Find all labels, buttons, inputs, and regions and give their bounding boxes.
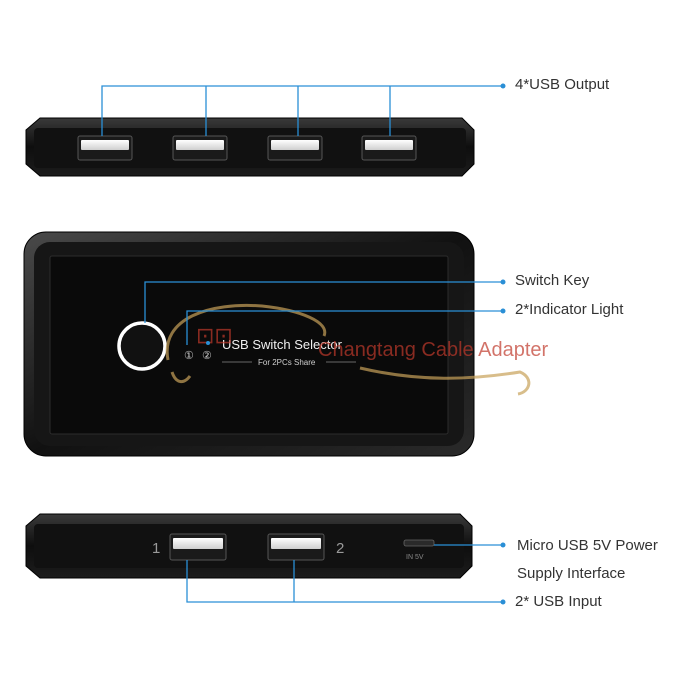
label-switch-key: Switch Key	[515, 272, 590, 289]
port-1-number: 1	[152, 540, 160, 557]
callout-usb-output	[101, 83, 506, 136]
usb-output-port-4	[361, 135, 417, 161]
callout-indicator-light	[186, 308, 506, 345]
watermark-text: Changtang Cable Adapter	[318, 339, 549, 361]
usb-output-port-2	[172, 135, 228, 161]
label-power-line1: Micro USB 5V Power	[517, 537, 658, 554]
watermark: ⊡⊡ Changtang Cable Adapter	[165, 303, 549, 396]
product-name: USB Switch Selector	[222, 337, 343, 352]
indicator-lights: ① ②	[184, 350, 212, 362]
label-usb-output: 4*USB Output	[515, 76, 610, 93]
usb-input-port-1	[169, 533, 227, 561]
label-indicator-light: 2*Indicator Light	[515, 301, 624, 318]
usb-input-port-2	[267, 533, 325, 561]
label-power-line2: Supply Interface	[517, 565, 626, 582]
label-usb-input: 2* USB Input	[515, 593, 602, 610]
device-back-view	[25, 117, 475, 177]
port-2-number: 2	[336, 540, 344, 557]
indicator-1-label: ①	[184, 350, 194, 362]
watermark-logo: ⊡⊡	[196, 323, 233, 348]
switch-key	[117, 321, 167, 371]
power-port-label: IN 5V	[406, 554, 424, 561]
product-subtitle: For 2PCs Share	[258, 358, 316, 367]
indicator-2-label: ②	[202, 350, 212, 362]
device-front-view: 1 2 IN 5V	[25, 513, 473, 579]
callout-usb-input	[186, 560, 506, 605]
callout-switch-key	[144, 279, 506, 323]
usb-output-port-1	[77, 135, 133, 161]
device-top-view: ① ② USB Switch Selector For 2PCs Share	[23, 231, 475, 457]
usb-output-port-3	[267, 135, 323, 161]
micro-usb-power-port: IN 5V	[403, 539, 435, 561]
callout-power	[434, 542, 506, 548]
